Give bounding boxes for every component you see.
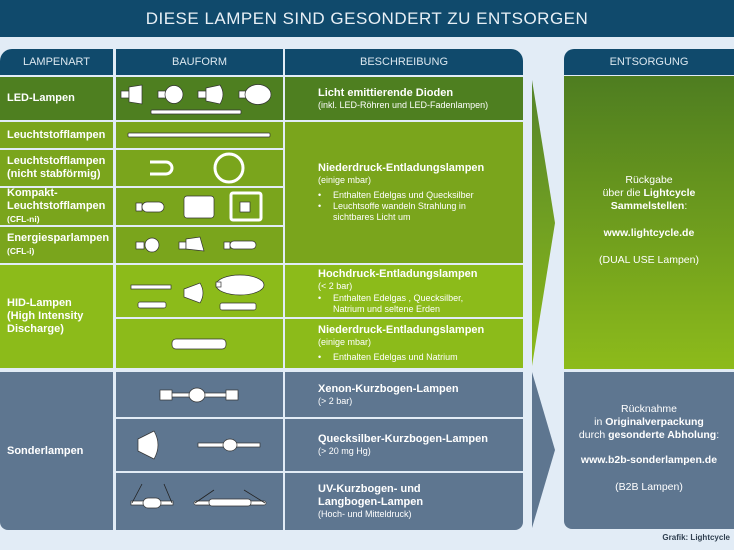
xenon-lamp-icon <box>116 372 283 417</box>
text: in <box>594 416 606 428</box>
row-sonder-label: Sonderlampen <box>0 372 113 530</box>
bullet: Enthalten Edelgas und Quecksilber <box>318 190 474 201</box>
b2b-link[interactable]: www.b2b-sonderlampen.de <box>580 454 718 466</box>
u-and-ring-lamp-icon <box>116 150 283 186</box>
note: (B2B Lampen) <box>615 481 683 493</box>
arrow-icons <box>532 80 555 528</box>
text: Rücknahme <box>620 403 678 415</box>
bullet: Enthalten Edelgas , Quecksilber, Natrium… <box>318 293 478 315</box>
header-beschreibung: BESCHREIBUNG <box>285 49 523 75</box>
desc-title: Hochdruck-Entladungslampen <box>318 267 478 280</box>
energy-saving-lamp-icon <box>116 227 283 263</box>
desc-xenon: Xenon-Kurzbogen-Lampen(> 2 bar) <box>285 372 523 417</box>
text: gesonderte Abholung <box>608 429 717 441</box>
label-text: Energiesparlampen <box>7 232 110 244</box>
row-leuchtstoff-label: Leuchtstofflampen <box>0 122 113 148</box>
label-text: (High Intensity <box>7 310 84 322</box>
label-text: Leuchtstofflampen <box>7 200 106 212</box>
label-text: Leuchtstofflampen <box>7 128 106 141</box>
row-led-label: LED-Lampen <box>0 77 113 120</box>
desc-sub: (< 2 bar) <box>318 280 353 291</box>
header-lampenart: LAMPENART <box>0 49 113 75</box>
desc-sub: (> 20 mg Hg) <box>318 446 371 456</box>
desc-hochdruck: Hochdruck-Entladungslampen(< 2 bar) Enth… <box>285 265 523 317</box>
desc-title: UV-Kurzbogen- und <box>318 483 421 495</box>
desc-sub: (> 2 bar) <box>318 395 353 406</box>
desc-sub: (inkl. LED-Röhren und LED-Fadenlampen) <box>318 99 489 110</box>
header-entsorgung: ENTSORGUNG <box>564 49 734 75</box>
desc-niederdruck: Niederdruck-Entladungslampen(einige mbar… <box>285 122 523 263</box>
led-lamps-icon <box>116 77 283 120</box>
row-kompakt-label: Kompakt-Leuchtstofflampen (CFL-ni) <box>0 187 113 225</box>
label-text: (nicht stabförmig) <box>7 168 101 180</box>
row-leuchtstoff-ns-label: Leuchtstofflampen(nicht stabförmig) <box>0 150 113 186</box>
row-energiespar-label: Energiesparlampen (CFL-i) <box>0 227 113 263</box>
text: über die <box>602 187 644 199</box>
sodium-lamp-icon <box>116 319 283 368</box>
label-text: Sonderlampen <box>7 444 84 457</box>
blue-arrow-icon <box>532 372 555 528</box>
credit: Grafik: Lightcycle <box>662 533 730 542</box>
label-text: Kompakt- <box>7 187 58 199</box>
desc-title: Xenon-Kurzbogen-Lampen <box>318 382 459 395</box>
text: : <box>684 200 688 212</box>
desc-title: Quecksilber-Kurzbogen-Lampen <box>318 433 488 445</box>
label-text: Discharge) <box>7 323 64 335</box>
text: Sammelstellen <box>610 200 685 212</box>
label-sub: (CFL-i) <box>7 246 35 256</box>
text: Originalverpackung <box>605 416 704 428</box>
desc-sub: (einige mbar) <box>318 175 372 185</box>
desc-sub: (Hoch- und Mitteldruck) <box>318 509 412 519</box>
label-sub: (CFL-ni) <box>7 214 40 224</box>
mercury-lamp-icon <box>116 419 283 471</box>
desc-niederdruck-hid: Niederdruck-Entladungslampen(einige mbar… <box>285 319 523 368</box>
bullet: Enthalten Edelgas und Natrium <box>318 352 458 363</box>
text: Lightcycle <box>643 187 696 199</box>
lightcycle-link[interactable]: www.lightcycle.de <box>603 227 695 239</box>
note: (DUAL USE Lampen) <box>599 254 699 266</box>
desc-quecksilber: Quecksilber-Kurzbogen-Lampen(> 20 mg Hg) <box>285 419 523 471</box>
desc-title: Niederdruck-Entladungslampen <box>318 324 485 336</box>
compact-lamp-icon <box>116 188 283 225</box>
uv-lamp-icon <box>116 473 283 530</box>
desc-sub: (einige mbar) <box>318 337 372 347</box>
tube-lamp-icon <box>116 122 283 148</box>
text: : <box>716 429 720 441</box>
page-title: DIESE LAMPEN SIND GESONDERT ZU ENTSORGEN <box>0 0 734 37</box>
label-text: Leuchtstofflampen <box>7 155 106 167</box>
desc-title: Licht emittierende Dioden <box>318 86 454 99</box>
label-text: LED-Lampen <box>7 92 75 104</box>
text: Rückgabe <box>625 174 673 186</box>
hid-lamps-icon <box>116 265 283 317</box>
desc-led: Licht emittierende Dioden(inkl. LED-Röhr… <box>285 77 523 120</box>
desc-title: Niederdruck-Entladungslampen <box>318 162 485 174</box>
header-bauform: BAUFORM <box>116 49 283 75</box>
bullet: Leuchtsoffe wandeln Strahlung in sichtba… <box>318 201 468 223</box>
text: durch <box>578 429 609 441</box>
label-text: HID-Lampen <box>7 297 72 309</box>
bullet-list: Enthalten Edelgas und QuecksilberLeuchts… <box>318 190 474 223</box>
desc-title: Langbogen-Lampen <box>318 496 424 508</box>
green-arrow-icon <box>532 80 555 366</box>
